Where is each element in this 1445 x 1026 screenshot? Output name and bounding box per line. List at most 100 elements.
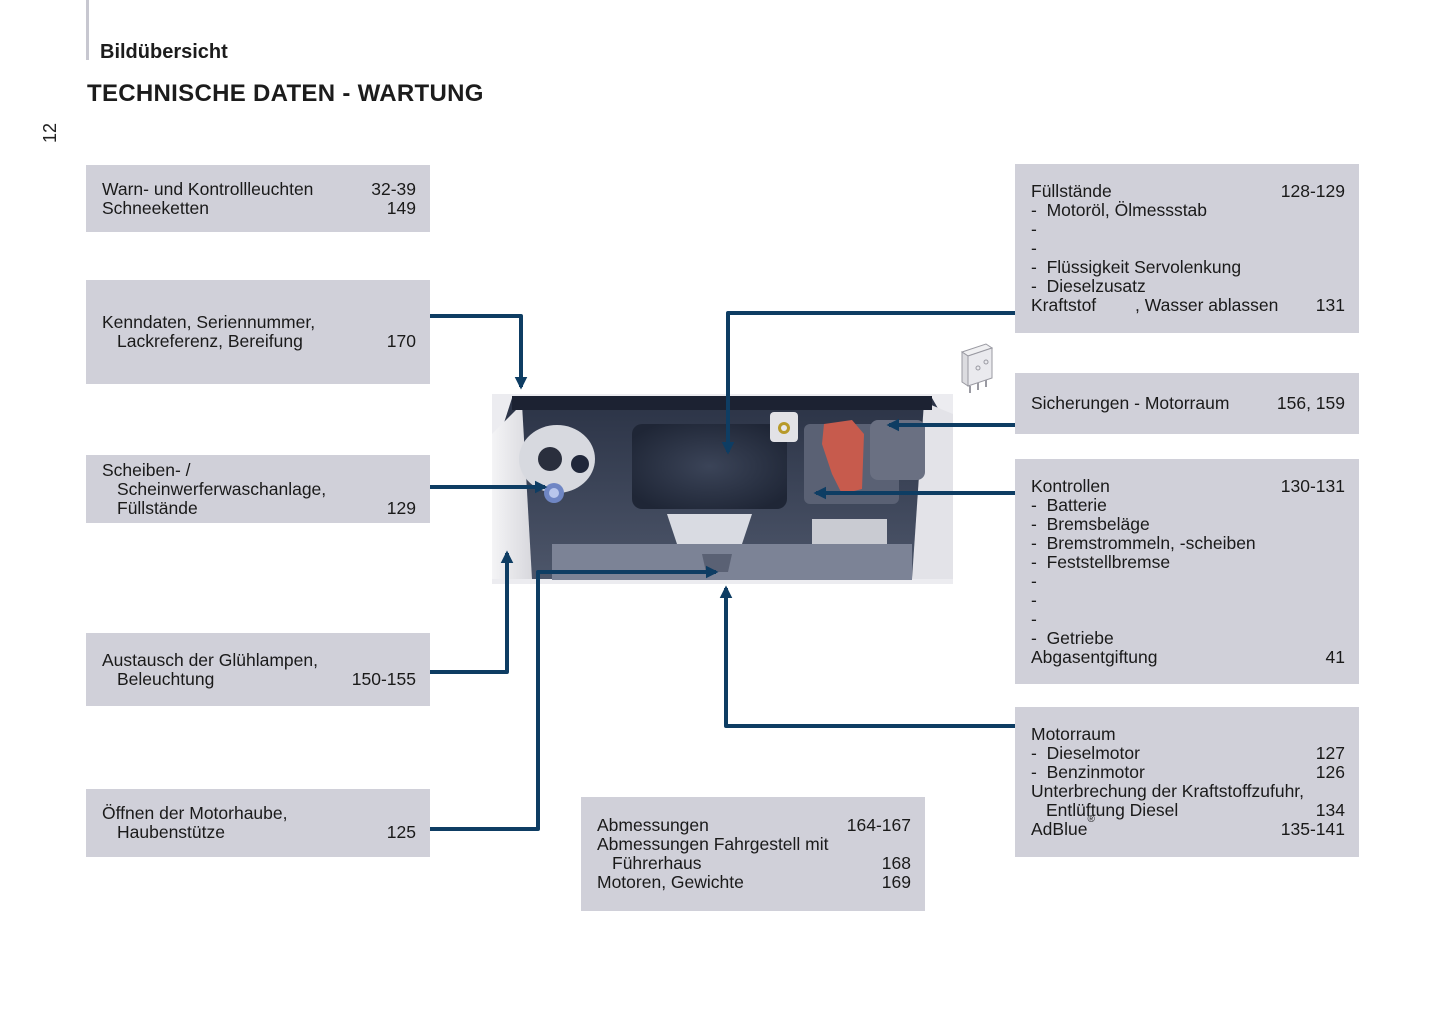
row-label: Füllstände <box>1031 181 1112 201</box>
box-row: Kraftstof , Wasser ablassen 131 <box>1031 296 1345 315</box>
row-label: Führerhaus <box>612 853 702 873</box>
info-box-scheiben: Scheiben- /Scheinwerferwaschanlage,Fülls… <box>86 455 430 523</box>
page-reference: 168 <box>881 853 911 873</box>
row-label: Flüssigkeit Servolenkung <box>1031 258 1242 277</box>
row-label <box>1031 572 1047 591</box>
box-row <box>1031 610 1345 629</box>
page-reference: 130-131 <box>1280 475 1345 496</box>
page-reference: 150-155 <box>351 668 416 689</box>
box-row <box>1031 572 1345 591</box>
box-row: Dieselmotor 127 <box>1031 744 1345 763</box>
page-reference: 127 <box>1315 743 1345 763</box>
box-row: Bremsbeläge <box>1031 514 1345 534</box>
box-row: Warn- und Kontrollleuchten 32-39 <box>102 178 416 199</box>
info-box-gluehlampen: Austausch der Glühlampen,Beleuchtung 150-… <box>86 633 430 706</box>
row-label: Abmessungen Fahrgestell mit <box>597 834 829 854</box>
page-reference: 134 <box>1315 800 1345 820</box>
page-title: TECHNISCHE DATEN - WARTUNG <box>87 80 484 107</box>
row-label: Benzinmotor <box>1031 763 1145 782</box>
row-label: Lackreferenz, Bereifung <box>117 331 303 351</box>
page-reference: 170 <box>386 331 416 351</box>
row-label: Scheinwerferwaschanlage, <box>117 478 327 499</box>
row-label: Motoröl, Ölmessstab <box>1031 201 1207 220</box>
page-reference: 131 <box>1315 295 1345 315</box>
info-box-motorhaube: Öffnen der Motorhaube,Haubenstütze 125 <box>86 789 430 857</box>
box-row: Motorraum <box>1031 725 1345 744</box>
leader-motorraum <box>719 585 1015 728</box>
row-label: Warn- und Kontrollleuchten <box>102 178 314 199</box>
box-row: Benzinmotor 126 <box>1031 763 1345 782</box>
box-row: Führerhaus 168 <box>597 854 911 873</box>
page-reference: 149 <box>386 197 416 218</box>
info-box-kontrollen: Kontrollen 130-131BatterieBremsbelägeBrem… <box>1015 459 1359 684</box>
row-label: Haubenstütze <box>117 822 225 842</box>
info-box-fuellstaende: Füllstände 128-129Motoröl, ÖlmessstabFlüs… <box>1015 164 1359 333</box>
box-row: Haubenstütze 125 <box>102 823 416 842</box>
row-label <box>1031 220 1047 239</box>
page-reference: 164-167 <box>846 815 911 835</box>
box-row <box>1031 220 1345 239</box>
box-row <box>1031 239 1345 258</box>
page-reference: 41 <box>1325 646 1345 667</box>
box-row <box>1031 591 1345 610</box>
row-label: Abgasentgiftung <box>1031 646 1158 667</box>
row-label: Kenndaten, Seriennummer, <box>102 312 316 332</box>
row-label: Feststellbremse <box>1031 552 1171 572</box>
row-label: Unterbrechung der Kraftstoffzufuhr, <box>1031 781 1305 801</box>
row-label: Batterie <box>1031 495 1107 515</box>
page-number: 12 <box>40 122 60 143</box>
registered-mark: ® <box>1087 814 1095 825</box>
box-row: Abgasentgiftung 41 <box>1031 646 1345 667</box>
box-row: Unterbrechung der Kraftstoffzufuhr, <box>1031 782 1345 801</box>
side-rule <box>86 0 89 60</box>
row-label: Bremsbeläge <box>1031 514 1150 534</box>
row-label: Beleuchtung <box>117 668 215 689</box>
info-box-motorraum: MotorraumDieselmotor 127Benzinmotor 126Unt… <box>1015 707 1359 857</box>
box-row: Austausch der Glühlampen, <box>102 649 416 670</box>
row-label: Motorraum <box>1031 724 1116 744</box>
page-reference: 126 <box>1315 762 1345 782</box>
box-row: Füllstände 128-129 <box>1031 182 1345 201</box>
engine-drawing <box>492 394 953 584</box>
page-reference: 128-129 <box>1280 181 1345 201</box>
box-row: Feststellbremse <box>1031 552 1345 572</box>
row-label: Getriebe <box>1031 628 1114 648</box>
box-row: AdBlue®135-141 <box>1031 814 1345 839</box>
row-label: Austausch der Glühlampen, <box>102 649 318 670</box>
box-row: Batterie <box>1031 495 1345 515</box>
row-label: Motoren, Gewichte <box>597 872 744 892</box>
leader-kenndaten <box>430 314 528 390</box>
box-row: Scheinwerferwaschanlage, <box>102 478 416 499</box>
row-label: Bremstrommeln, -scheiben <box>1031 533 1256 553</box>
page-reference: 32-39 <box>371 178 416 199</box>
row-label: Kontrollen <box>1031 475 1110 496</box>
box-row: Beleuchtung 150-155 <box>102 668 416 689</box>
row-label: Dieselmotor <box>1031 744 1140 763</box>
row-label: Kraftstof , Wasser ablassen <box>1031 295 1279 315</box>
fuse-icon <box>956 340 996 396</box>
row-label: Dieselzusatz <box>1031 277 1146 296</box>
row-label: Entlüftung Diesel <box>1046 800 1179 820</box>
page-reference: 125 <box>386 822 416 842</box>
row-label: Schneeketten <box>102 197 210 218</box>
box-row: Bremstrommeln, -scheiben <box>1031 533 1345 553</box>
box-row: Kontrollen 130-131 <box>1031 475 1345 496</box>
box-row: Abmessungen Fahrgestell mit <box>597 835 911 854</box>
box-row: Kenndaten, Seriennummer, <box>102 313 416 332</box>
box-row: Scheiben- / <box>102 459 416 480</box>
row-label <box>1031 610 1047 629</box>
row-label: Scheiben- / <box>102 459 191 480</box>
row-label: Öffnen der Motorhaube, <box>102 803 288 823</box>
box-row: Öffnen der Motorhaube, <box>102 804 416 823</box>
row-label <box>1031 239 1047 258</box>
engine-compartment-illustration <box>492 394 953 584</box>
leader-motorhaube <box>430 565 719 831</box>
box-row: Schneeketten 149 <box>102 197 416 218</box>
